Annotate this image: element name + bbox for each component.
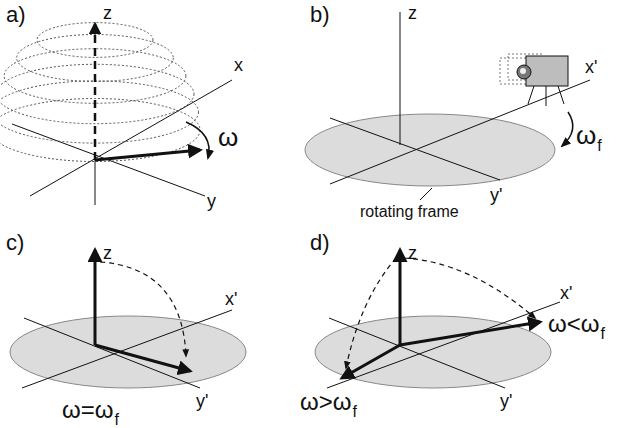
frequency-label: ω: [576, 122, 596, 148]
panel-d: [315, 250, 560, 388]
panel-letter: d): [310, 232, 330, 254]
axis-label: y': [490, 186, 502, 204]
axis-label: x': [585, 58, 597, 76]
frame-label: rotating frame: [360, 204, 459, 220]
axis-label: z: [103, 244, 112, 262]
panel-letter: a): [6, 4, 26, 26]
subscript: f: [597, 138, 601, 154]
panel-a: [0, 23, 232, 205]
panel-b: [305, 12, 590, 200]
frequency-label: ω>ω: [300, 390, 352, 414]
axis-label: y: [207, 192, 216, 210]
frequency-label: ω: [218, 124, 238, 150]
frequency-label: ω=ω: [62, 398, 114, 422]
axis-label: y': [500, 392, 512, 410]
axis-label: x: [234, 56, 243, 74]
subscript: f: [115, 412, 119, 428]
subscript: f: [353, 404, 357, 420]
axis-label: y': [196, 392, 208, 410]
panel-letter: c): [6, 232, 24, 254]
panel-c: [10, 250, 246, 388]
panel-letter: b): [310, 4, 330, 26]
subscript: f: [601, 326, 605, 342]
axis-label: z: [408, 4, 417, 22]
axis-label: x': [225, 290, 237, 308]
axis-label: x': [560, 284, 572, 302]
axis-label: z: [408, 244, 417, 262]
axis-label: z: [103, 4, 112, 22]
frequency-label: ω<ω: [548, 312, 600, 336]
